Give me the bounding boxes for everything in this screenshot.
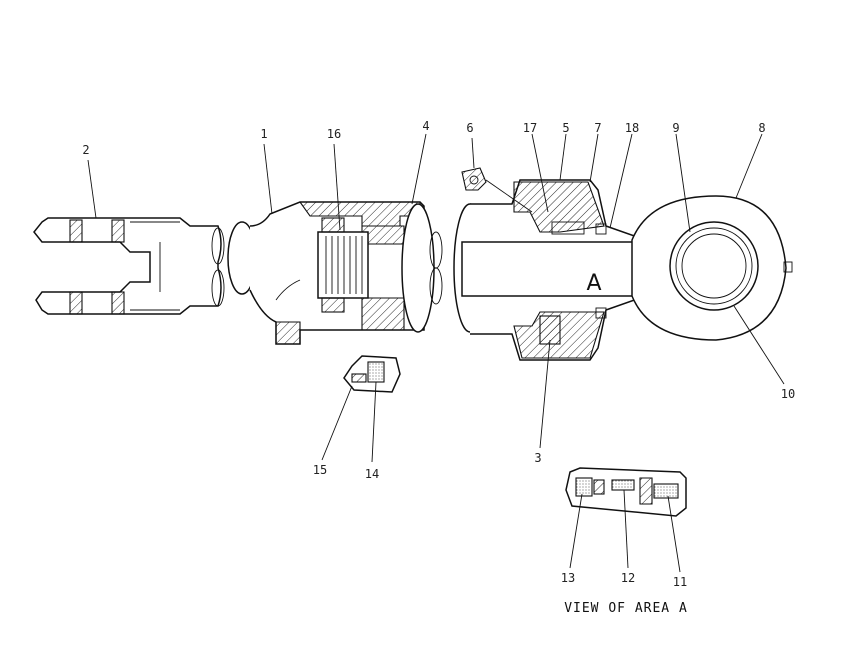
rod-end-assembly	[453, 179, 793, 361]
callout-18: 18	[625, 121, 639, 135]
clevis-yoke	[33, 217, 225, 315]
piston-ribs	[325, 236, 363, 294]
callout-12: 12	[621, 571, 635, 585]
callout-5: 5	[562, 121, 569, 135]
callout-7: 7	[594, 121, 601, 135]
callout-4: 4	[422, 119, 429, 133]
callout-13: 13	[561, 571, 575, 585]
callout-9: 9	[672, 121, 679, 135]
area-a-detail-view	[565, 467, 687, 517]
callout-3: 3	[534, 451, 541, 465]
callout-16: 16	[327, 127, 341, 141]
leader-lines	[87, 133, 785, 573]
cylinder-head-end	[227, 201, 443, 345]
callout-11: 11	[673, 575, 687, 589]
callout-6: 6	[466, 121, 473, 135]
grease-fitting	[461, 167, 487, 191]
callout-15: 15	[313, 463, 327, 477]
callout-8: 8	[758, 121, 765, 135]
seal-detail-14-15	[343, 355, 401, 393]
callout-2: 2	[82, 143, 89, 157]
view-caption: VIEW OF AREA A	[564, 601, 688, 616]
callout-1: 1	[260, 127, 267, 141]
callout-17: 17	[523, 121, 537, 135]
area-a-marker: A	[586, 271, 601, 296]
callout-10: 10	[781, 387, 795, 401]
callout-14: 14	[365, 467, 379, 481]
